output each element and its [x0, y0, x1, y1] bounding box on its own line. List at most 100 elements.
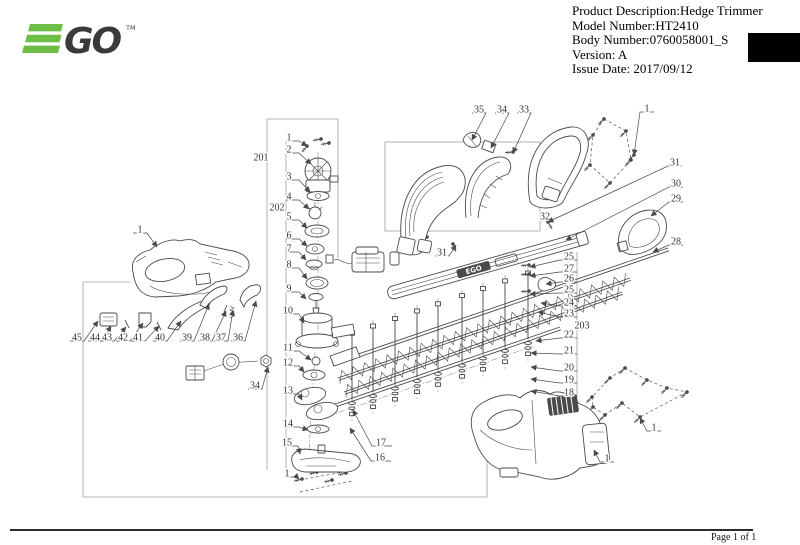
callout-25: 25	[564, 252, 574, 263]
callout-leader-41	[131, 325, 160, 342]
callout-29: 29	[671, 194, 681, 205]
callout-leader-1	[286, 140, 308, 147]
callout-27: 27	[564, 264, 574, 275]
blade-bolt	[501, 274, 509, 369]
callout-16: 16	[375, 453, 385, 464]
blade-tip-guard	[616, 209, 667, 255]
bar-line	[332, 250, 670, 367]
callout-leader-45	[70, 320, 99, 342]
callout-1: 1	[138, 225, 143, 236]
ego-logo: GO TM	[8, 16, 158, 81]
callout-leader-33	[512, 112, 532, 154]
callout-leader-39	[180, 303, 210, 342]
blade-bolt	[479, 282, 487, 377]
handle-clamp-parts	[462, 131, 497, 154]
blade-teeth	[345, 286, 619, 398]
switch-assembly	[185, 353, 272, 381]
callout-leader-7	[286, 251, 307, 261]
screw	[681, 390, 689, 398]
callout-33: 33	[519, 105, 529, 116]
callout-leader-24	[540, 300, 577, 307]
top-right-screw-chain	[589, 118, 632, 184]
blade-bolt	[413, 304, 421, 399]
callout-36: 36	[233, 333, 243, 344]
blade-bolt	[434, 297, 442, 392]
screw	[321, 141, 331, 146]
callout-leader-5	[286, 219, 308, 229]
callout-leader-25	[529, 290, 577, 297]
blade-bolt	[458, 289, 466, 384]
motor-gearbox-stack	[291, 157, 361, 473]
callout-34: 34	[497, 105, 507, 116]
callout-31: 31	[670, 158, 680, 169]
model-number: Model Number:HT2410	[572, 17, 699, 33]
callout-201: 201	[254, 153, 269, 164]
callout-1: 1	[652, 423, 657, 434]
callout-leader-16	[349, 427, 391, 462]
screw	[616, 401, 624, 409]
product-description: Product Description:Hedge Trimmer	[572, 3, 763, 18]
screw	[620, 129, 628, 137]
callout-30: 30	[671, 179, 681, 190]
callout-11: 11	[283, 343, 293, 354]
callout-15: 15	[282, 438, 292, 449]
callout-leader-36	[231, 300, 258, 342]
logo-go-text: GO	[64, 21, 122, 62]
screw	[520, 263, 531, 268]
callout-13: 13	[283, 386, 293, 397]
callout-12: 12	[283, 358, 293, 369]
callout-203: 203	[575, 321, 590, 332]
callout-leader-34	[490, 112, 510, 149]
blade-assembly	[152, 117, 689, 484]
callout-44: 44	[90, 333, 100, 344]
logo-tm: TM	[125, 24, 136, 32]
callout-leader-18	[530, 388, 577, 397]
callout-39: 39	[182, 333, 192, 344]
callout-leader-19	[530, 376, 577, 384]
rear-handle-housing	[131, 239, 250, 298]
callout-leader-22	[535, 337, 577, 344]
callout-1: 1	[285, 469, 290, 480]
lower-assembly-box	[82, 281, 488, 498]
screw	[324, 478, 334, 484]
front-handle-left	[396, 165, 466, 256]
screw	[584, 163, 592, 171]
callout-leader-42	[116, 322, 144, 342]
redaction-box	[748, 33, 800, 62]
callout-2: 2	[287, 145, 292, 156]
logo-bar-3	[22, 45, 60, 53]
callout-41: 41	[133, 333, 143, 344]
callout-25: 25	[564, 285, 574, 296]
callout-leader-1	[286, 472, 300, 480]
assembly-group-boxes	[82, 118, 578, 498]
callout-leader-38	[198, 310, 227, 342]
bar-line	[331, 247, 669, 364]
callout-19: 19	[564, 375, 574, 386]
bottom-right-screw-chain	[591, 367, 688, 418]
product-info-block: Product Description:Hedge Trimmer Model …	[572, 3, 763, 77]
callout-42: 42	[118, 333, 128, 344]
callout-202: 202	[270, 203, 285, 214]
callout-14: 14	[283, 419, 293, 430]
callout-1: 1	[605, 454, 610, 465]
callout-leader-31	[547, 165, 682, 223]
trigger-parts	[99, 284, 261, 331]
callout-leader-29	[650, 201, 683, 217]
blade-mount	[329, 346, 361, 367]
callout-20: 20	[564, 363, 574, 374]
callout-leader-11	[286, 350, 312, 361]
callout-leader-17	[352, 409, 392, 447]
callout-leader-8	[286, 267, 308, 280]
callout-18: 18	[564, 388, 574, 399]
body-number: Body Number:0760058001_S	[572, 32, 729, 47]
callout-17: 17	[376, 438, 386, 449]
callout-7: 7	[287, 244, 292, 255]
front-handle-right	[528, 126, 589, 209]
issue-date: Issue Date: 2017/09/12	[572, 61, 693, 76]
callout-32: 32	[540, 212, 550, 223]
blade-bolt	[369, 320, 377, 415]
blade-bolt	[391, 312, 399, 407]
callout-9: 9	[287, 284, 292, 295]
callout-leader-27	[529, 271, 577, 279]
callout-leader-15	[286, 445, 302, 455]
